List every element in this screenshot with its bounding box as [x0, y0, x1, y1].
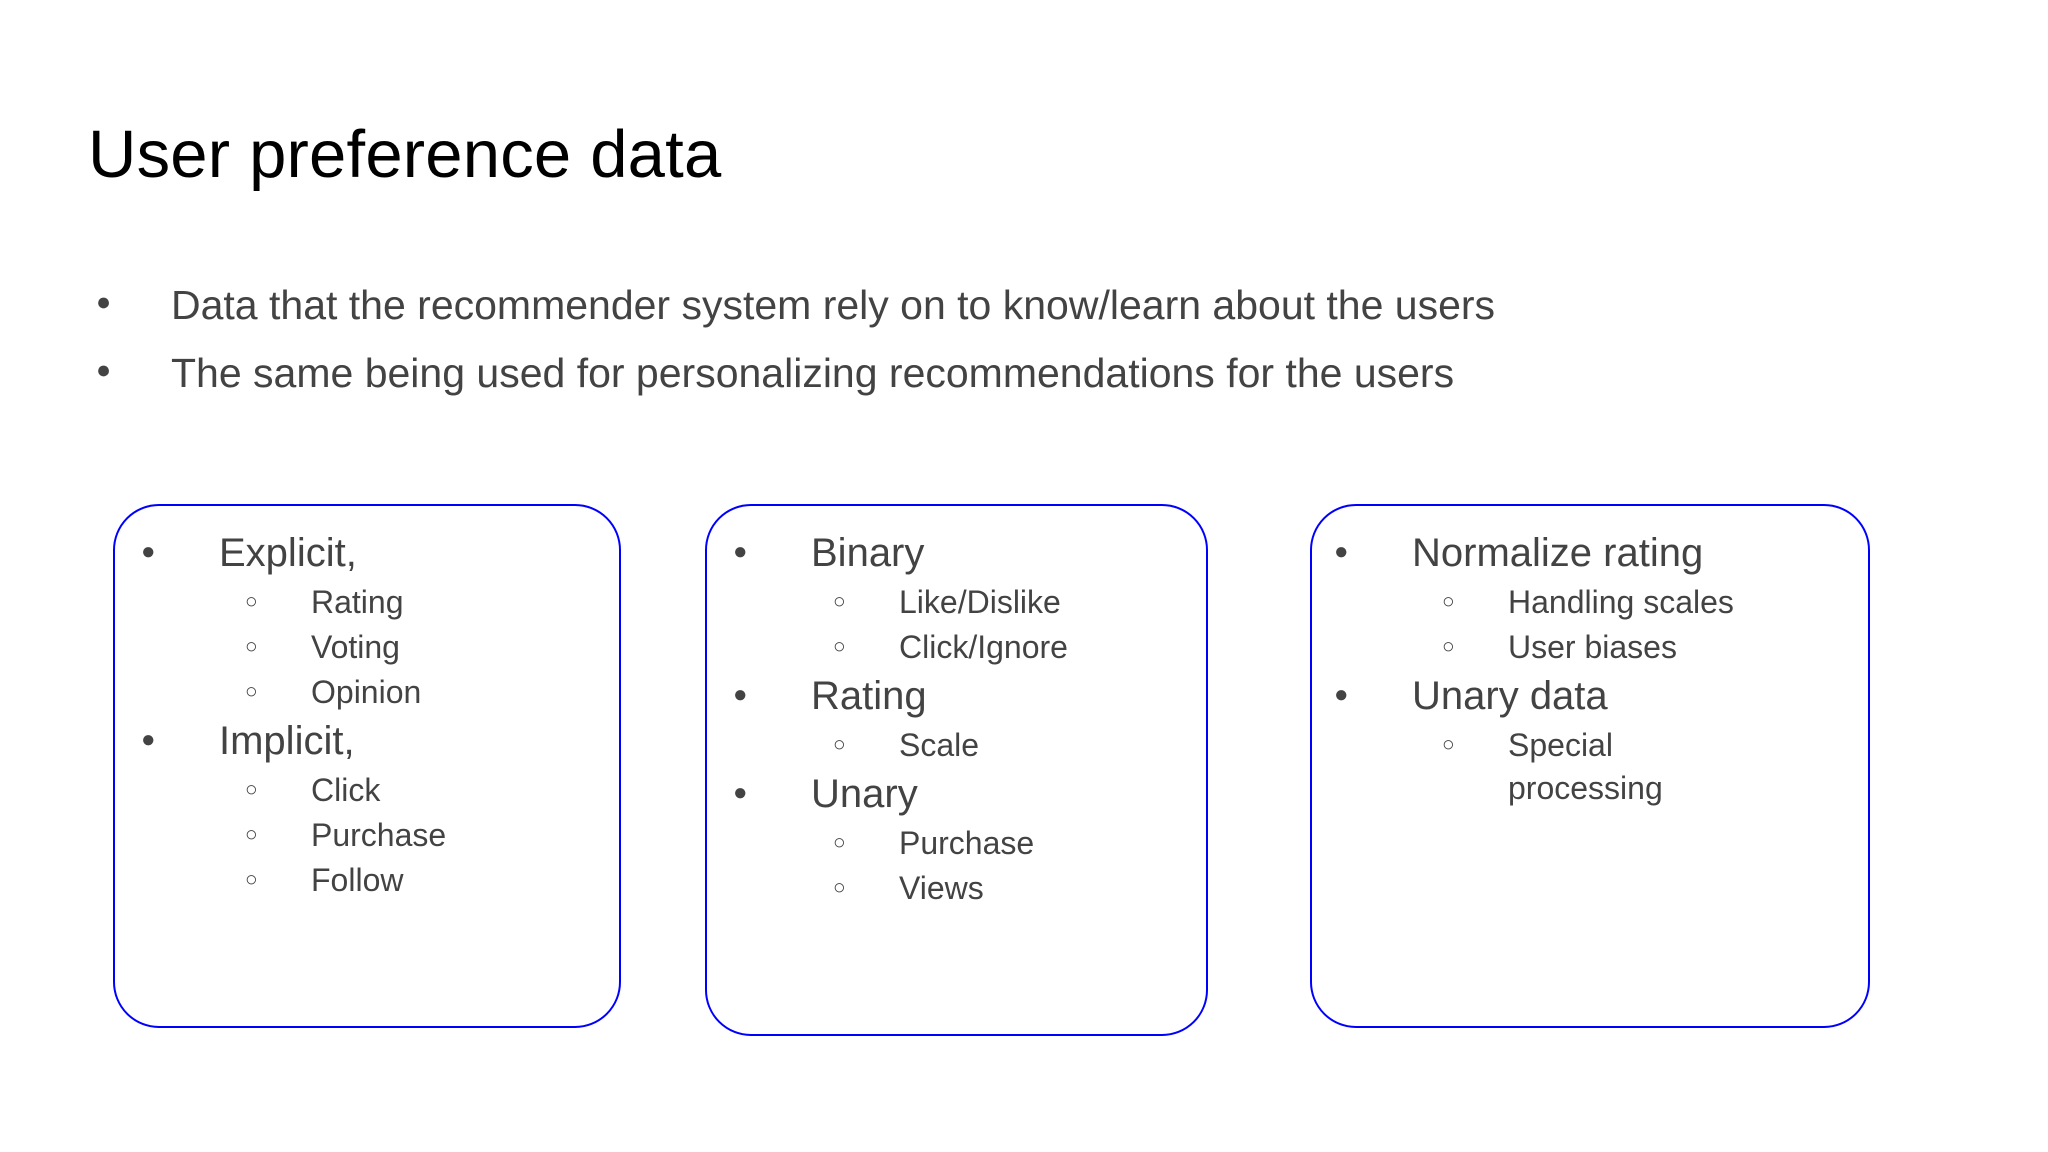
list-item: ○ Click	[141, 769, 609, 812]
sub-item-label: Handling scales	[1508, 584, 1734, 621]
card-content: ● Binary ○ Like/Dislike ○ Click/Ignore ●…	[707, 528, 1206, 912]
list-item: ● Unary	[733, 769, 1196, 820]
list-item: ● Data that the recommender system rely …	[96, 278, 1956, 332]
page-title: User preference data	[88, 117, 722, 192]
sub-item-label: Follow	[311, 861, 404, 898]
list-item: ● Unary data	[1334, 671, 1858, 722]
intro-bullet-text: The same being used for personalizing re…	[171, 350, 1455, 397]
bullet-circle-icon: ○	[245, 590, 258, 614]
bullet-dot-icon: ●	[96, 288, 112, 316]
bullet-dot-icon: ●	[1334, 680, 1349, 708]
bullet-dot-icon: ●	[733, 680, 748, 708]
bullet-dot-icon: ●	[141, 538, 156, 565]
list-item: ○ Follow	[141, 859, 609, 902]
bullet-dot-icon: ●	[96, 356, 112, 385]
bullet-circle-icon: ○	[245, 635, 258, 659]
bullet-circle-icon: ○	[245, 778, 258, 801]
sub-item-label: Rating	[311, 584, 404, 621]
sub-item-label: Scale	[899, 727, 980, 764]
category-label: Normalize rating	[1412, 531, 1704, 575]
list-item: ○ Special processing	[1334, 724, 1858, 810]
bullet-circle-icon: ○	[245, 822, 258, 846]
list-item: ○ Rating	[141, 581, 609, 624]
bullet-circle-icon: ○	[1442, 733, 1455, 757]
bullet-circle-icon: ○	[833, 831, 846, 855]
list-item: ○ Scale	[733, 724, 1196, 767]
list-item: ● Binary	[733, 528, 1196, 579]
list-item: ○ User biases	[1334, 626, 1858, 669]
bullet-dot-icon: ●	[141, 725, 156, 753]
list-item: ○ Purchase	[733, 822, 1196, 865]
sub-item-label: Voting	[311, 629, 400, 666]
category-label: Binary	[811, 531, 925, 575]
category-label: Unary	[811, 772, 918, 816]
bullet-circle-icon: ○	[833, 876, 846, 900]
normalize-unary-card: ● Normalize rating ○ Handling scales ○ U…	[1310, 504, 1870, 1028]
bullet-circle-icon: ○	[245, 867, 258, 891]
intro-bullet-text: Data that the recommender system rely on…	[171, 282, 1496, 328]
bullet-circle-icon: ○	[833, 590, 846, 614]
category-label: Implicit,	[219, 718, 355, 763]
card-content: ● Explicit, ○ Rating ○ Voting ○ Opinion …	[115, 528, 619, 904]
list-item: ● The same being used for personalizing …	[96, 346, 1956, 400]
category-label: Rating	[811, 673, 927, 718]
explicit-implicit-card: ● Explicit, ○ Rating ○ Voting ○ Opinion …	[113, 504, 621, 1028]
list-item: ○ Click/Ignore	[733, 626, 1196, 669]
intro-bullet-list: ● Data that the recommender system rely …	[96, 278, 1956, 414]
bullet-dot-icon: ●	[1334, 538, 1349, 565]
list-item: ○ Handling scales	[1334, 581, 1858, 624]
binary-rating-unary-card: ● Binary ○ Like/Dislike ○ Click/Ignore ●…	[705, 504, 1208, 1036]
sub-item-label: Purchase	[899, 825, 1035, 862]
sub-item-label: User biases	[1508, 629, 1677, 666]
bullet-circle-icon: ○	[1442, 635, 1455, 659]
sub-item-label: Purchase	[311, 816, 447, 853]
sub-item-label: Opinion	[311, 673, 422, 710]
card-content: ● Normalize rating ○ Handling scales ○ U…	[1312, 528, 1868, 812]
bullet-circle-icon: ○	[833, 733, 846, 757]
bullet-circle-icon: ○	[245, 679, 258, 703]
list-item: ○ Views	[733, 867, 1196, 910]
sub-item-label: Views	[899, 870, 984, 907]
sub-item-label: Like/Dislike	[899, 584, 1061, 621]
list-item: ● Implicit,	[141, 716, 609, 767]
list-item: ○ Voting	[141, 626, 609, 669]
bullet-dot-icon: ●	[733, 538, 748, 565]
bullet-circle-icon: ○	[1442, 590, 1455, 614]
sub-item-label: Click	[311, 772, 381, 808]
list-item: ● Explicit,	[141, 528, 609, 579]
category-label: Unary data	[1412, 673, 1608, 718]
category-label: Explicit,	[219, 531, 357, 575]
sub-item-label: Click/Ignore	[899, 629, 1068, 666]
sub-item-label: Special processing	[1508, 727, 1663, 806]
list-item: ● Normalize rating	[1334, 528, 1858, 579]
list-item: ○ Opinion	[141, 671, 609, 714]
list-item: ○ Purchase	[141, 814, 609, 857]
list-item: ○ Like/Dislike	[733, 581, 1196, 624]
bullet-circle-icon: ○	[833, 635, 846, 659]
list-item: ● Rating	[733, 671, 1196, 722]
bullet-dot-icon: ●	[733, 779, 748, 806]
